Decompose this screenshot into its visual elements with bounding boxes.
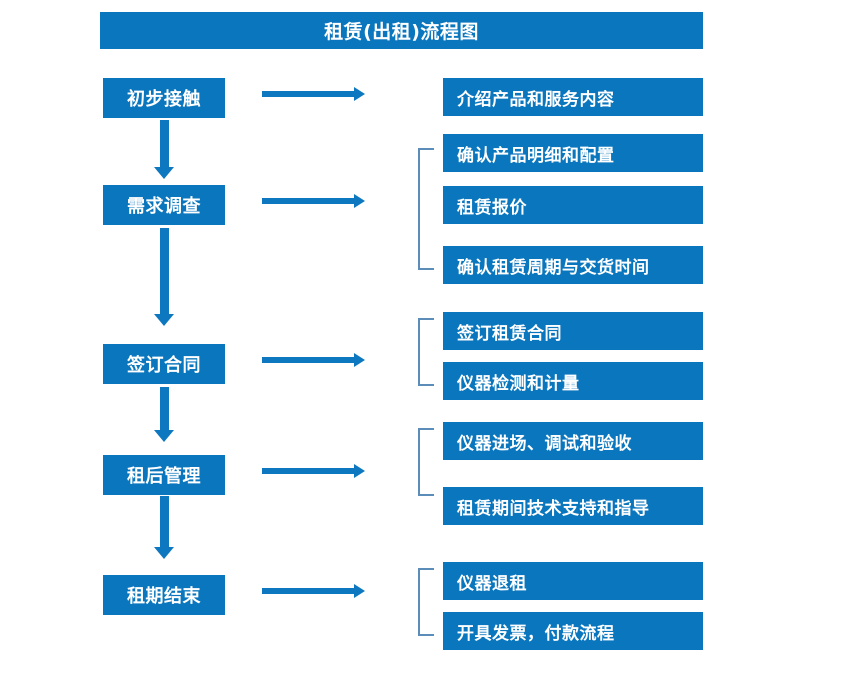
bracket-icon-group-3 [418,318,434,386]
stage-box-lease-end[interactable]: 租期结束 [103,575,225,615]
detail-box-instrument-return[interactable]: 仪器退租 [443,562,703,600]
right-arrow-icon-3-shaft [262,357,355,363]
right-arrow-icon-3 [354,353,365,367]
right-arrow-icon-4 [354,464,365,478]
detail-box-confirm-period-delivery[interactable]: 确认租赁周期与交货时间 [443,246,703,284]
right-arrow-icon-1-shaft [262,91,355,97]
detail-box-instrument-entry-commissioning[interactable]: 仪器进场、调试和验收 [443,422,703,460]
detail-box-introduce-products[interactable]: 介绍产品和服务内容 [443,78,703,116]
right-arrow-icon-1 [354,87,365,101]
right-arrow-icon-2-shaft [262,198,355,204]
detail-box-instrument-inspection[interactable]: 仪器检测和计量 [443,362,703,400]
right-arrow-icon-2 [354,194,365,208]
down-arrow-icon-2-shaft [160,228,169,315]
down-arrow-icon-1 [154,167,174,179]
stage-box-post-rental-management[interactable]: 租后管理 [103,455,225,495]
bracket-icon-group-5 [418,568,434,636]
down-arrow-icon-4 [154,547,174,559]
right-arrow-icon-5-shaft [262,588,355,594]
detail-box-sign-rental-contract[interactable]: 签订租赁合同 [443,312,703,350]
flowchart-title: 租赁(出租)流程图 [100,12,703,49]
down-arrow-icon-3-shaft [160,387,169,431]
down-arrow-icon-3 [154,430,174,442]
detail-box-technical-support[interactable]: 租赁期间技术支持和指导 [443,487,703,525]
bracket-icon-group-2 [418,148,434,270]
detail-box-invoice-payment[interactable]: 开具发票，付款流程 [443,612,703,650]
down-arrow-icon-2 [154,314,174,326]
detail-box-rental-quotation[interactable]: 租赁报价 [443,186,703,224]
down-arrow-icon-4-shaft [160,496,169,548]
right-arrow-icon-4-shaft [262,468,355,474]
bracket-icon-group-4 [418,428,434,496]
detail-box-confirm-product-details[interactable]: 确认产品明细和配置 [443,134,703,172]
down-arrow-icon-1-shaft [160,120,169,168]
stage-box-initial-contact[interactable]: 初步接触 [103,78,225,118]
right-arrow-icon-5 [354,584,365,598]
stage-box-needs-survey[interactable]: 需求调查 [103,185,225,225]
stage-box-sign-contract[interactable]: 签订合同 [103,344,225,384]
